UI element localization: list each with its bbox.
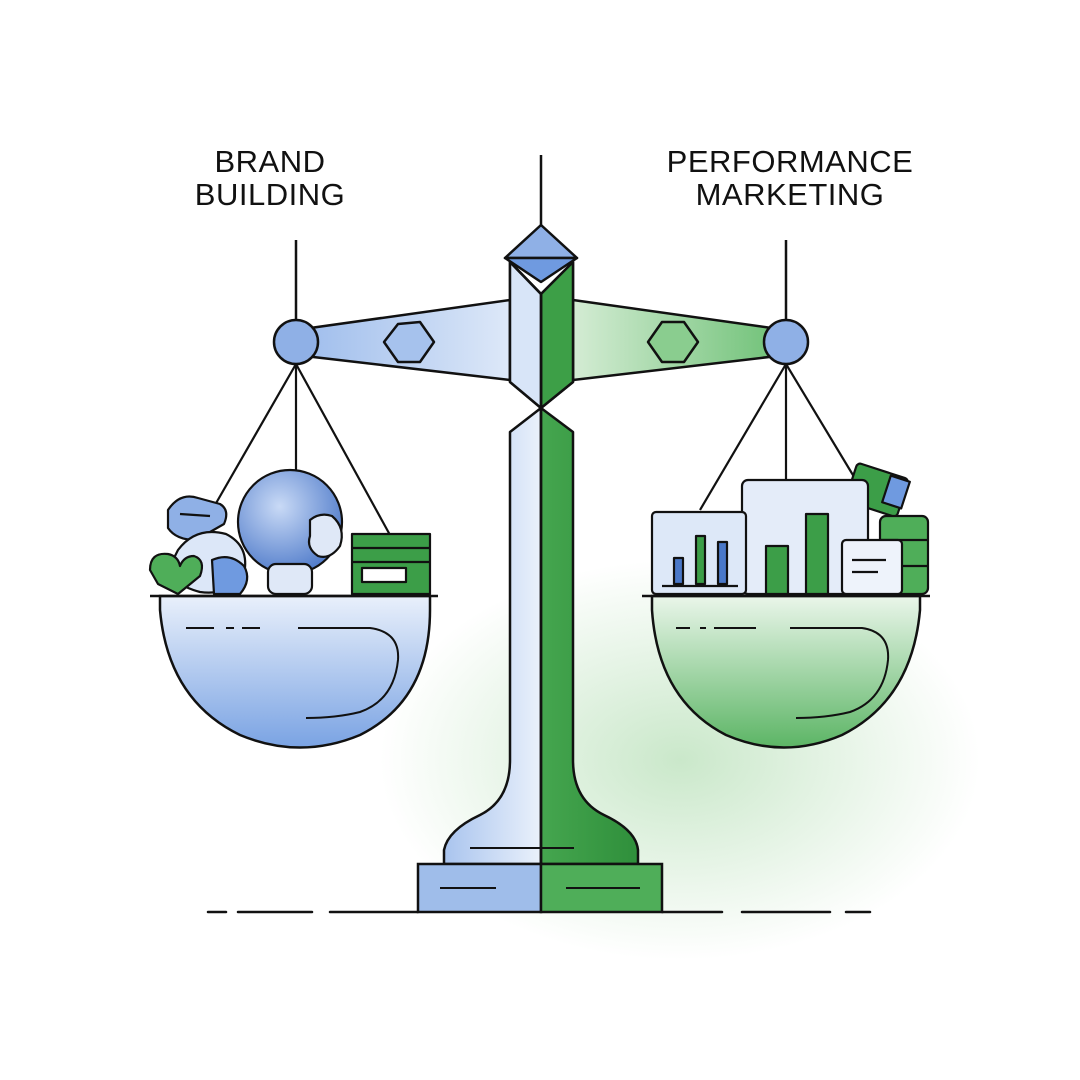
globe-icon: [236, 468, 344, 576]
right-pan: [642, 594, 930, 749]
performance-marketing-line1: PERFORMANCE: [666, 144, 914, 179]
right-pan-items: [650, 462, 930, 596]
left-pivot: [272, 318, 320, 366]
left-pan-items: [148, 468, 432, 596]
scale-finial: [503, 155, 579, 284]
bar-chart-icon: [650, 510, 748, 596]
right-pivot: [762, 318, 810, 366]
calculator-icon: [840, 538, 904, 596]
report-card-icon: [740, 478, 870, 596]
label-lines: [294, 240, 788, 320]
left-pan: [150, 594, 438, 749]
performance-marketing-line2: MARKETING: [695, 177, 885, 212]
brand-building-line1: BRAND: [214, 144, 326, 179]
brand-building-line2: BUILDING: [194, 177, 346, 212]
scale-post: [442, 406, 640, 866]
thumbs-up-icon: [210, 555, 314, 596]
heart-icon: [148, 552, 204, 596]
handshake-icon: [166, 495, 228, 542]
scale-beam: [294, 260, 788, 410]
pan-chains: [214, 363, 869, 536]
performance-marketing-label: PERFORMANCE MARKETING: [640, 145, 940, 211]
scale-base: [416, 847, 664, 914]
brand-building-label: BRAND BUILDING: [150, 145, 390, 211]
money-stack-icon: [350, 532, 432, 596]
